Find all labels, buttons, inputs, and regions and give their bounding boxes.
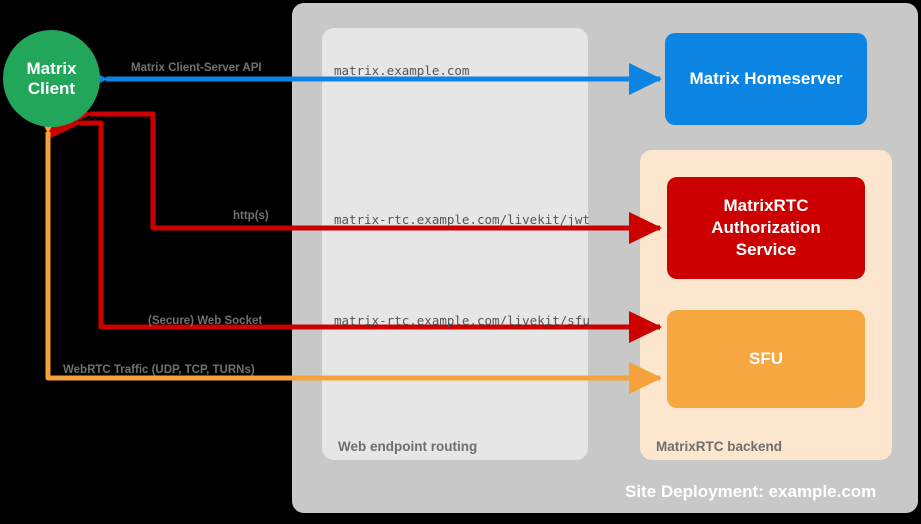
node-matrixrtc-authorization-service[interactable]: MatrixRTC Authorization Service [667, 177, 865, 279]
connector-label-client-server-api: Matrix Client-Server API [131, 62, 262, 74]
connector-label-web-socket: (Secure) Web Socket [148, 315, 263, 327]
connector-webrtc [32, 101, 663, 394]
panel-caption-web-endpoint-routing: Web endpoint routing [338, 439, 478, 454]
node-matrix-homeserver[interactable]: Matrix Homeserver [665, 33, 867, 125]
panel-caption-site-deployment: Site Deployment: example.com [625, 482, 877, 501]
endpoint-label-livekit-sfu: matrix-rtc.example.com/livekit/sfu [334, 313, 590, 328]
connector-label-https: http(s) [233, 210, 269, 222]
node-matrix-client[interactable]: Matrix Client [3, 30, 100, 127]
endpoint-label-livekit-jwt: matrix-rtc.example.com/livekit/jwt [334, 212, 590, 227]
panel-caption-matrixrtc-backend: MatrixRTC backend [656, 439, 783, 454]
connector-label-webrtc: WebRTC Traffic (UDP, TCP, TURNs) [63, 364, 255, 376]
connector-https [59, 98, 663, 244]
endpoint-label-matrix: matrix.example.com [334, 63, 470, 78]
node-sfu[interactable]: SFU [667, 310, 865, 408]
node-matrix-client-label: Matrix Client [26, 58, 77, 98]
